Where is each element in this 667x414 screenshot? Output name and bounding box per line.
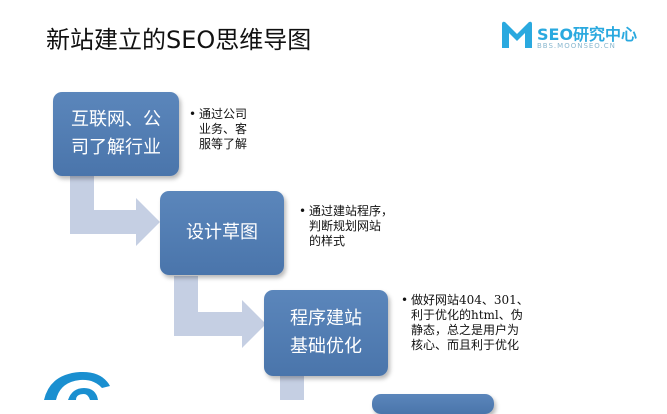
note-line: 通过公司 (199, 107, 247, 122)
flow-arrow-3 (280, 376, 304, 400)
note-line: 通过建站程序， (309, 204, 393, 219)
swirl-logo-icon (40, 368, 120, 400)
step-label: 司了解行业 (71, 134, 161, 162)
step-note-industry: • 通过公司 业务、客 服等了解 (199, 107, 247, 152)
note-line: 核心、而且利于优化 (411, 338, 529, 353)
note-line: 判断规划网站 (309, 219, 393, 234)
flow-arrow-1 (70, 176, 160, 246)
note-line: 利于优化的html、伪 (411, 308, 529, 323)
step-note-sketch: • 通过建站程序， 判断规划网站 的样式 (309, 204, 393, 249)
step-box-sketch: 设计草图 (160, 191, 284, 275)
step-note-build: • 做好网站404、301、 利于优化的html、伪 静态，总之是用户为 核心、… (411, 293, 529, 353)
step-box-industry: 互联网、公 司了解行业 (53, 92, 179, 176)
step-label: 程序建站 (290, 305, 362, 333)
note-line: 静态，总之是用户为 (411, 323, 529, 338)
note-line: 做好网站404、301、 (411, 293, 529, 308)
note-line: 服等了解 (199, 137, 247, 152)
note-line: 业务、客 (199, 122, 247, 137)
flow-arrow-2 (174, 276, 266, 348)
step-label: 基础优化 (290, 333, 362, 361)
note-line: 的样式 (309, 234, 393, 249)
step-box-build: 程序建站 基础优化 (264, 290, 388, 376)
step-label: 互联网、公 (71, 106, 161, 134)
step-label: 设计草图 (186, 219, 258, 247)
step-box-next (372, 394, 494, 414)
